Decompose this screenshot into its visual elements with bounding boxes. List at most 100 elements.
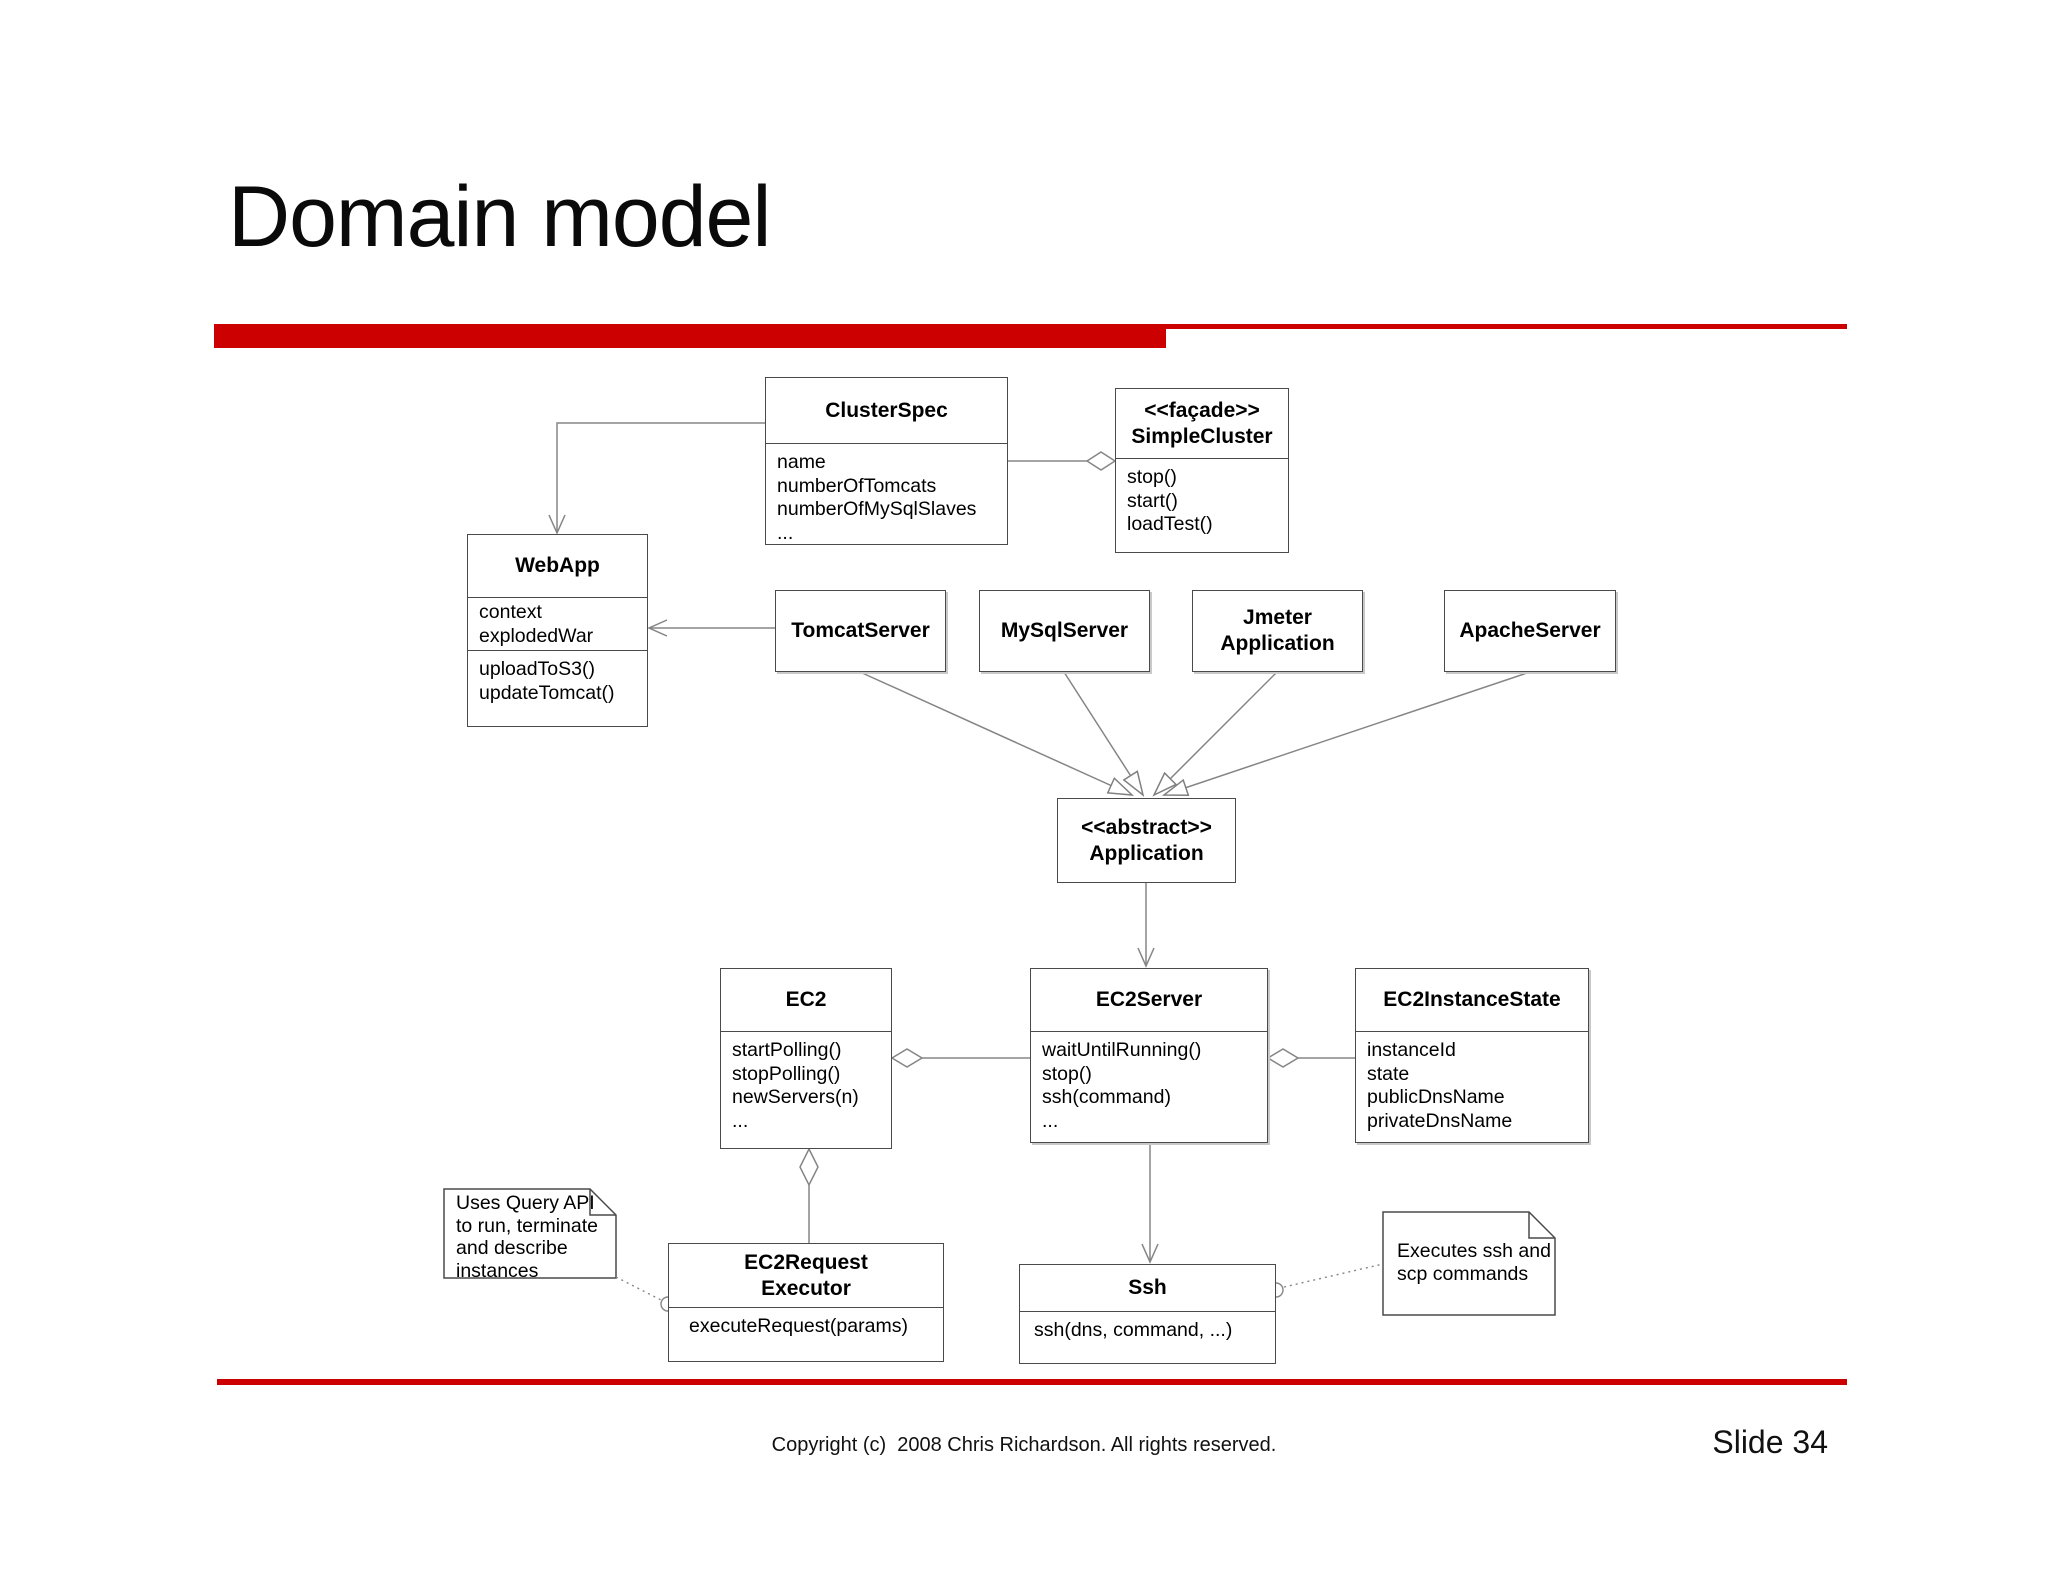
class-box-ec2requestexecutor: EC2Request Executor executeRequest(param… bbox=[668, 1243, 944, 1362]
operation: ssh(dns, command, ...) bbox=[1034, 1319, 1233, 1341]
class-title: EC2 bbox=[721, 969, 891, 1032]
class-name-line1: EC2Request bbox=[744, 1250, 868, 1274]
operation: ... bbox=[732, 1109, 749, 1132]
attribute: publicDnsName bbox=[1367, 1086, 1505, 1108]
aggregation-diamond-icon bbox=[1266, 1048, 1300, 1068]
operation: newServers(n) bbox=[732, 1086, 859, 1108]
open-arrow-icon bbox=[1137, 947, 1155, 968]
note-line: Uses Query API bbox=[456, 1192, 595, 1214]
class-box-ec2: EC2 startPolling() stopPolling() newServ… bbox=[720, 968, 892, 1149]
page-title: Domain model bbox=[228, 169, 771, 265]
attribute: context bbox=[479, 601, 542, 623]
class-operations: stop() start() loadTest() bbox=[1116, 459, 1288, 552]
class-box-application: <<abstract>> Application bbox=[1057, 798, 1236, 883]
operation: stopPolling() bbox=[732, 1062, 841, 1085]
operation: stop() bbox=[1127, 466, 1177, 488]
class-box-clusterspec: ClusterSpec name numberOfTomcats numberO… bbox=[765, 377, 1008, 545]
class-title: ApacheServer bbox=[1459, 619, 1601, 642]
class-name-line2: Application bbox=[1220, 632, 1335, 655]
operation: waitUntilRunning() bbox=[1042, 1039, 1202, 1061]
class-box-mysqlserver: MySqlServer bbox=[979, 590, 1150, 672]
class-title: <<abstract>> Application bbox=[1058, 799, 1235, 882]
operation: stop() bbox=[1042, 1062, 1092, 1085]
note-ssh-scp-shape bbox=[1382, 1211, 1556, 1316]
jmeter-generalization bbox=[1152, 671, 1278, 797]
slide-number: Slide 34 bbox=[1712, 1424, 1828, 1460]
aggregation-diamond-icon bbox=[799, 1147, 819, 1187]
class-box-ssh: Ssh ssh(dns, command, ...) bbox=[1019, 1264, 1276, 1364]
class-name-line2: Executor bbox=[761, 1276, 851, 1300]
attribute: state bbox=[1367, 1062, 1410, 1085]
class-attributes: instanceId state publicDnsName privateDn… bbox=[1356, 1032, 1588, 1142]
class-title: EC2InstanceState bbox=[1356, 969, 1588, 1032]
class-name: SimpleCluster bbox=[1131, 424, 1273, 448]
note-anchor-dotted-line bbox=[615, 1276, 662, 1301]
footer-accent-line bbox=[217, 1379, 1847, 1385]
note-line: to run, terminate bbox=[456, 1214, 598, 1237]
class-box-simplecluster: <<façade>> SimpleCluster stop() start() … bbox=[1115, 388, 1289, 553]
operation: start() bbox=[1127, 489, 1178, 512]
attribute: privateDnsName bbox=[1367, 1109, 1513, 1132]
class-title: TomcatServer bbox=[791, 619, 930, 642]
title-accent-bar bbox=[214, 324, 1166, 348]
class-box-ec2instancestate: EC2InstanceState instanceId state public… bbox=[1355, 968, 1589, 1143]
note-query-api-shape bbox=[443, 1188, 617, 1279]
open-arrow-icon bbox=[1141, 1243, 1159, 1264]
note-query-api-text: Uses Query API to run, terminate and des… bbox=[456, 1192, 598, 1282]
tomcat-generalization bbox=[859, 671, 1135, 796]
attribute: explodedWar bbox=[479, 624, 594, 647]
note-line: and describe bbox=[456, 1237, 568, 1259]
class-title: <<façade>> SimpleCluster bbox=[1116, 389, 1288, 459]
attribute: instanceId bbox=[1367, 1039, 1456, 1061]
footer-copyright: Copyright (c) 2008 Chris Richardson. All… bbox=[771, 1434, 1277, 1456]
class-name-line1: Jmeter bbox=[1243, 606, 1312, 629]
class-box-tomcatserver: TomcatServer bbox=[775, 590, 946, 672]
note-fold-icon bbox=[589, 1189, 616, 1216]
class-operations: executeRequest(params) bbox=[669, 1308, 943, 1361]
attribute: numberOfMySqlSlaves bbox=[777, 498, 977, 520]
class-operations: uploadToS3() updateTomcat() bbox=[468, 650, 647, 726]
clusterspec-webapp-connector bbox=[556, 422, 765, 532]
class-title: Jmeter Application bbox=[1193, 591, 1362, 671]
operation: ... bbox=[1042, 1109, 1059, 1132]
open-arrow-icon bbox=[548, 514, 566, 535]
aggregation-diamond-icon bbox=[1085, 451, 1117, 471]
note-anchor-dotted-line bbox=[1283, 1263, 1384, 1288]
class-title: ClusterSpec bbox=[766, 378, 1007, 444]
class-title: WebApp bbox=[468, 535, 647, 598]
open-arrow-icon bbox=[647, 619, 668, 637]
class-stereotype: <<abstract>> bbox=[1081, 815, 1212, 839]
attribute: numberOfTomcats bbox=[777, 474, 937, 497]
note-line: instances bbox=[456, 1259, 539, 1282]
class-box-jmeterapplication: Jmeter Application bbox=[1192, 590, 1363, 672]
class-attributes: context explodedWar bbox=[468, 598, 647, 650]
attribute: name bbox=[777, 451, 826, 473]
class-attributes: name numberOfTomcats numberOfMySqlSlaves… bbox=[766, 444, 1007, 545]
class-operations: startPolling() stopPolling() newServers(… bbox=[721, 1032, 891, 1148]
class-title: EC2Request Executor bbox=[669, 1244, 943, 1308]
class-title: Ssh bbox=[1020, 1265, 1275, 1312]
note-line: scp commands bbox=[1397, 1262, 1529, 1285]
class-title: MySqlServer bbox=[1000, 619, 1129, 642]
class-operations: waitUntilRunning() stop() ssh(command) .… bbox=[1031, 1032, 1267, 1142]
note-ssh-scp-text: Executes ssh and scp commands bbox=[1397, 1240, 1551, 1285]
apache-generalization bbox=[1161, 671, 1531, 797]
note-fold-icon bbox=[1528, 1212, 1555, 1239]
operation: startPolling() bbox=[732, 1039, 842, 1061]
operation: updateTomcat() bbox=[479, 681, 615, 704]
mysql-generalization bbox=[1063, 671, 1145, 797]
class-title: EC2Server bbox=[1031, 969, 1267, 1032]
attribute: ... bbox=[777, 521, 794, 544]
title-accent-line bbox=[1166, 324, 1847, 329]
operation: loadTest() bbox=[1127, 513, 1213, 535]
class-box-apacheserver: ApacheServer bbox=[1444, 590, 1616, 672]
aggregation-diamond-icon bbox=[890, 1048, 924, 1068]
class-name: Application bbox=[1089, 841, 1204, 865]
operation: executeRequest(params) bbox=[689, 1315, 908, 1337]
class-box-webapp: WebApp context explodedWar uploadToS3() … bbox=[467, 534, 648, 727]
operation: uploadToS3() bbox=[479, 658, 595, 680]
class-operations: ssh(dns, command, ...) bbox=[1020, 1312, 1275, 1363]
class-box-ec2server: EC2Server waitUntilRunning() stop() ssh(… bbox=[1030, 968, 1268, 1143]
